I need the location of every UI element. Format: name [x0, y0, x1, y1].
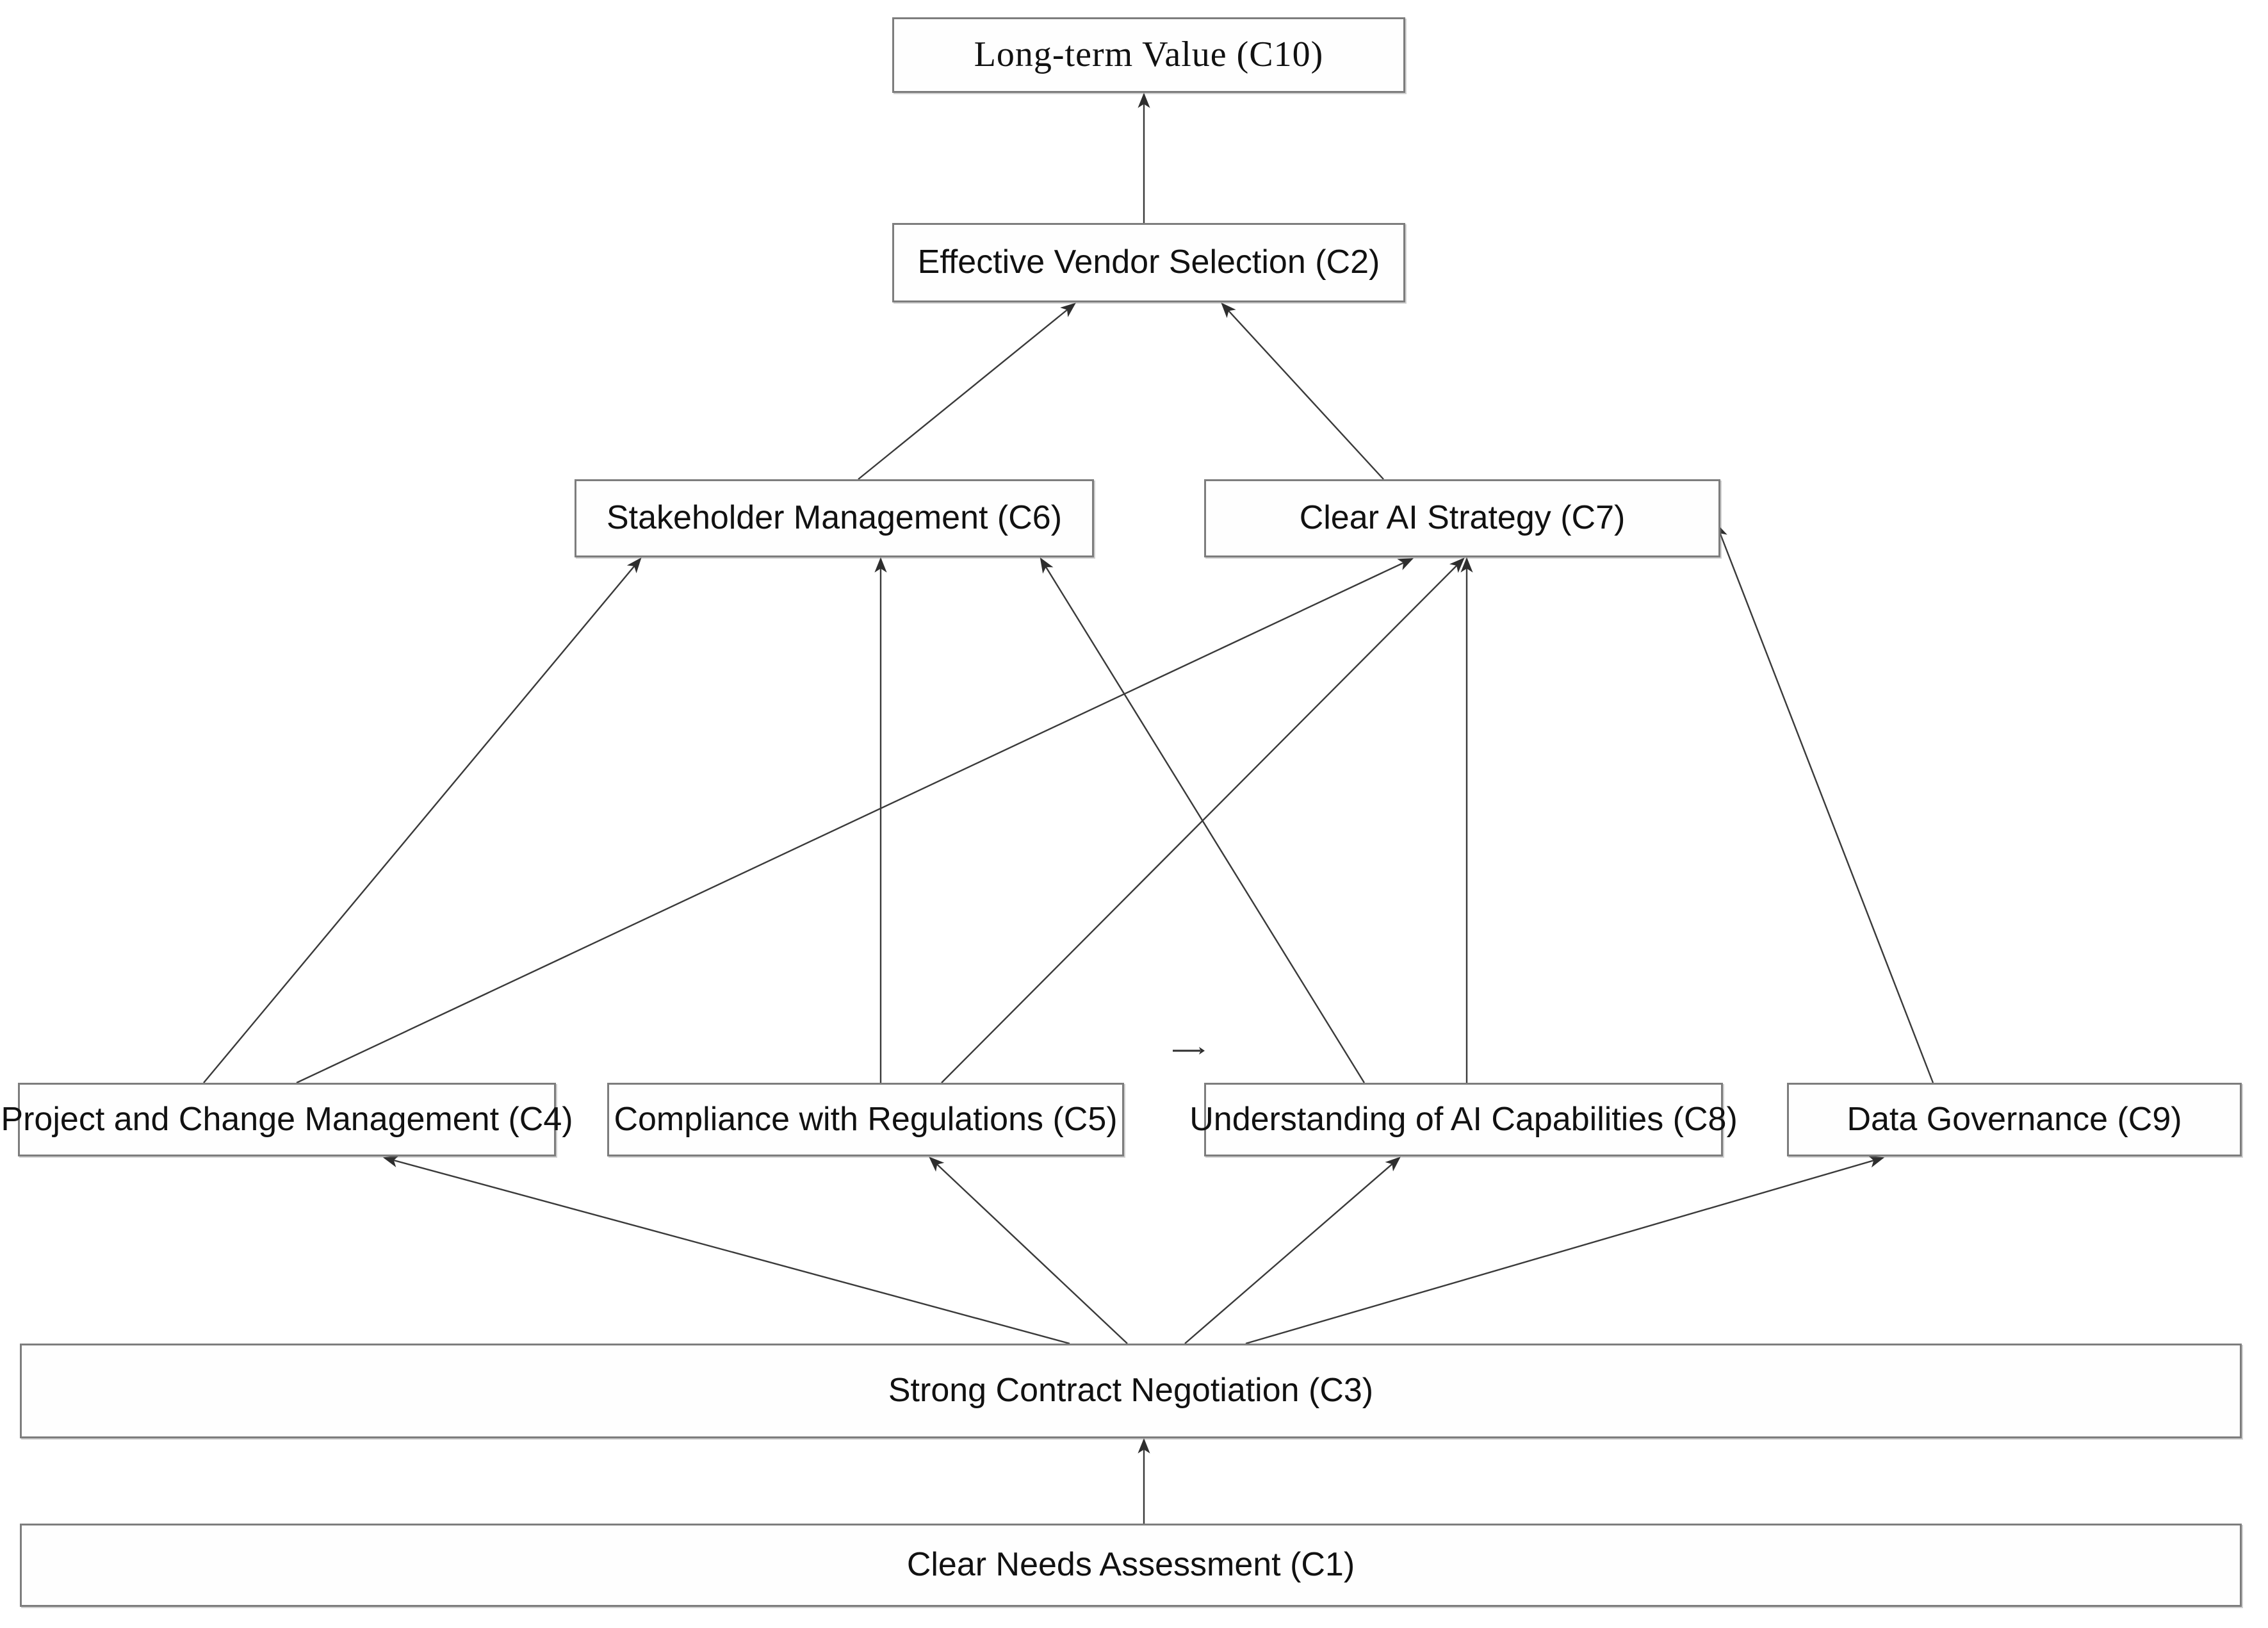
edge-c3-to-c4: [382, 1155, 1070, 1345]
node-c10[interactable]: Long-term Value (C10): [892, 17, 1405, 93]
node-label-c4: Project and Change Management (C4): [1, 1100, 573, 1138]
stray-right-arrow-icon: [1173, 1047, 1205, 1055]
node-label-c8: Understanding of AI Capabilities (C8): [1189, 1100, 1738, 1138]
node-label-c10: Long-term Value (C10): [974, 35, 1324, 75]
edge-c3-to-c5: [929, 1156, 1128, 1344]
edge-c7-to-c2: [1221, 302, 1384, 480]
node-label-c1: Clear Needs Assessment (C1): [906, 1546, 1355, 1584]
edge-c4-to-c6: [203, 557, 642, 1083]
node-label-c7: Clear AI Strategy (C7): [1299, 499, 1626, 537]
edge-group: [203, 92, 1934, 1524]
node-c8[interactable]: Understanding of AI Capabilities (C8): [1189, 1083, 1738, 1156]
node-c6[interactable]: Stakeholder Management (C6): [575, 479, 1094, 557]
edge-c9-to-c7: [1715, 522, 1934, 1083]
edge-c3-to-c9: [1245, 1155, 1885, 1345]
edge-c8-to-c6: [1040, 557, 1366, 1083]
node-label-c9: Data Governance (C9): [1847, 1100, 2182, 1138]
node-c1[interactable]: Clear Needs Assessment (C1): [20, 1524, 2242, 1607]
edge-c5-to-c7: [941, 557, 1465, 1083]
edge-c3-to-c8: [1184, 1156, 1401, 1344]
node-c3[interactable]: Strong Contract Negotiation (C3): [20, 1344, 2242, 1438]
edge-c4-to-c7: [296, 557, 1414, 1084]
node-c5[interactable]: Compliance with Regulations (C5): [607, 1083, 1124, 1156]
node-c4[interactable]: Project and Change Management (C4): [1, 1083, 573, 1156]
node-c2[interactable]: Effective Vendor Selection (C2): [892, 223, 1405, 302]
node-c9[interactable]: Data Governance (C9): [1787, 1083, 2242, 1156]
node-label-c2: Effective Vendor Selection (C2): [917, 243, 1380, 281]
node-c7[interactable]: Clear AI Strategy (C7): [1204, 479, 1720, 557]
node-label-c3: Strong Contract Negotiation (C3): [888, 1372, 1374, 1410]
node-label-c5: Compliance with Regulations (C5): [614, 1100, 1118, 1138]
node-label-c6: Stakeholder Management (C6): [606, 499, 1063, 537]
edge-c6-to-c2: [858, 302, 1076, 480]
